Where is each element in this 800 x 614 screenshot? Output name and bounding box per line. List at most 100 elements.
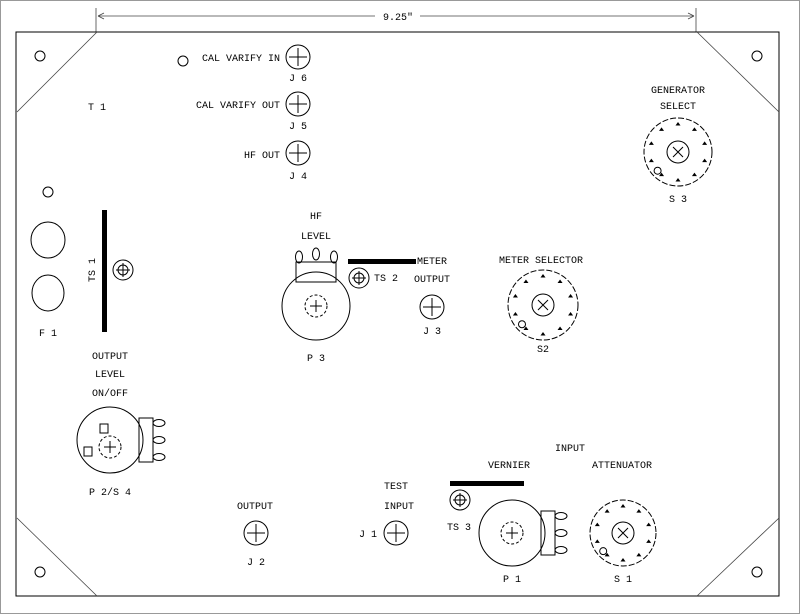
knob-tick-mark	[675, 122, 681, 126]
label-ts2: TS 2	[374, 274, 398, 285]
rotary-switch-s3-generator-select[interactable]	[643, 117, 713, 187]
terminal-strip-ts2	[348, 259, 416, 264]
knob-tick-mark	[557, 326, 563, 330]
label-meter-output: OUTPUT	[414, 275, 450, 286]
knob-tick-mark	[646, 539, 652, 543]
knob-tick-mark	[523, 326, 529, 330]
label-generator: GENERATOR	[651, 86, 705, 97]
label-j6: J 6	[289, 74, 307, 85]
knob-tick-mark	[620, 504, 626, 508]
knob-tick-mark	[604, 552, 610, 557]
knob-tick-mark	[659, 172, 665, 177]
label-input: INPUT	[555, 444, 585, 455]
label-cal-varify-out: CAL VARIFY OUT	[196, 101, 280, 112]
label-level: LEVEL	[301, 232, 331, 243]
terminal-screw-ts3	[449, 489, 471, 511]
jack-j3-meter-output[interactable]	[419, 294, 445, 320]
label-attenuator: ATTENUATOR	[592, 461, 652, 472]
knob-tick-mark	[648, 158, 654, 163]
label-ts1: TS 1	[88, 258, 99, 282]
label-j2: J 2	[247, 558, 265, 569]
terminal-screw-ts2	[348, 267, 370, 289]
label-vernier: VERNIER	[488, 461, 530, 472]
jack-j2-output[interactable]	[243, 520, 269, 546]
label-test: TEST	[384, 482, 408, 493]
fuse-holder-bottom	[31, 274, 65, 312]
mounting-holes	[34, 50, 763, 578]
knob-tick-mark	[523, 279, 529, 284]
knob-tick-mark	[646, 522, 652, 527]
label-p3: P 3	[307, 354, 325, 365]
jack-j4-hf-out[interactable]	[285, 140, 311, 166]
dimension-label: 9.25"	[383, 12, 413, 24]
knob-tick-mark	[604, 509, 610, 513]
label-p2s4: P 2/S 4	[89, 487, 131, 499]
label-on-off: ON/OFF	[92, 388, 128, 400]
label-output-level-2: LEVEL	[95, 370, 125, 381]
label-meter: METER	[417, 257, 447, 268]
knob-tick-mark	[512, 294, 518, 298]
pot-terminal-lug	[295, 250, 303, 264]
label-j4: J 4	[289, 172, 307, 183]
label-j1: J 1	[359, 530, 377, 541]
label-test-input: INPUT	[384, 502, 414, 513]
knob-tick-mark	[702, 158, 708, 163]
jack-j6-cal-varify-in[interactable]	[285, 44, 311, 70]
knob-tick-mark	[594, 522, 600, 527]
label-output-level-1: OUTPUT	[92, 352, 128, 363]
knob-tick-mark	[540, 332, 546, 336]
knob-tick-mark	[594, 539, 600, 543]
switch-contact	[99, 423, 109, 434]
jack-j5-cal-varify-out[interactable]	[285, 91, 311, 117]
potentiometer-p3-hf-level[interactable]	[281, 247, 351, 341]
knob-tick-mark	[636, 509, 642, 513]
pot-terminal-lug	[152, 453, 166, 461]
knob-set-screw-icon	[599, 547, 608, 556]
pot-terminal-lug	[152, 436, 166, 444]
fuse-holder-top	[30, 221, 66, 259]
label-t1: T 1	[88, 103, 106, 114]
corner-chamfers	[16, 31, 780, 597]
rotary-switch-s2-meter-selector[interactable]	[507, 269, 579, 341]
label-j3: J 3	[423, 327, 441, 338]
knob-tick-mark	[691, 127, 697, 131]
panel-outline	[15, 31, 780, 597]
knob-tick-mark	[636, 552, 642, 557]
pot-terminal-lug	[152, 419, 166, 427]
label-s1: S 1	[614, 575, 632, 586]
terminal-strip-ts1	[102, 210, 107, 332]
label-s3: S 3	[669, 195, 687, 206]
terminal-strip-ts3	[450, 481, 524, 486]
pot-terminal-lug	[312, 247, 320, 261]
knob-tick-mark	[675, 178, 681, 182]
label-meter-selector: METER SELECTOR	[499, 256, 583, 267]
knob-tick-mark	[702, 141, 708, 145]
label-f1: F 1	[39, 329, 57, 340]
label-hf: HF	[310, 212, 322, 223]
label-hf-out: HF OUT	[244, 151, 280, 162]
knob-tick-mark	[568, 294, 574, 298]
label-output-j2: OUTPUT	[237, 502, 273, 513]
switch-contact	[83, 446, 93, 457]
knob-tick-mark	[691, 172, 697, 177]
terminal-screw-ts1	[112, 259, 134, 281]
knob-set-screw-icon	[518, 320, 526, 329]
pot-terminal-lug	[330, 250, 338, 264]
knob-tick-mark	[648, 141, 654, 145]
jack-j1-test-input[interactable]	[383, 520, 409, 546]
potentiometer-p1-input-vernier[interactable]	[478, 499, 568, 567]
knob-tick-mark	[557, 279, 563, 284]
knob-tick-mark	[512, 311, 518, 316]
label-cal-varify-in: CAL VARIFY IN	[202, 54, 280, 65]
potentiometer-p2s4-output-level[interactable]	[76, 406, 166, 474]
dimension-line: 9.25"	[95, 8, 697, 32]
rotary-switch-s1-attenuator[interactable]	[589, 499, 657, 567]
knob-tick-mark	[620, 558, 626, 562]
label-j5: J 5	[289, 122, 307, 133]
pot-terminal-lug	[554, 512, 568, 520]
label-p1: P 1	[503, 575, 521, 586]
label-ts3: TS 3	[447, 523, 471, 534]
